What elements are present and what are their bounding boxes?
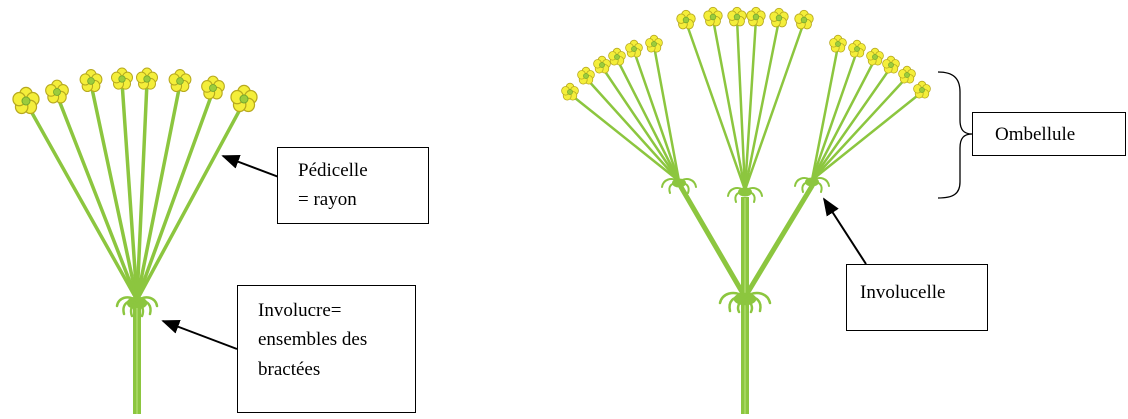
involucelle-arrow (823, 197, 867, 265)
compound-umbel (561, 6, 931, 414)
ombellule-label-box: Ombellule (972, 112, 1126, 156)
involucelle-label: Involucelle (860, 282, 946, 303)
left-flowers (12, 67, 258, 115)
ombellule-label: Ombellule (995, 124, 1076, 145)
involucelle-label-box: Involucelle (846, 264, 988, 331)
simple-umbel (12, 67, 258, 414)
right-main-rays (678, 183, 815, 300)
right-main-involucre (718, 291, 772, 314)
left-involucre (115, 296, 159, 318)
umbellet-left (561, 34, 697, 194)
involucre-arrow (161, 319, 238, 350)
involucre-label-line-2: ensembles des (258, 329, 368, 351)
involucre-label-box: Involucre= ensembles des bractées (237, 285, 416, 413)
left-pedicels (25, 80, 246, 302)
umbellet-right (794, 34, 931, 193)
ombellule-brace (937, 71, 973, 199)
umbellet-center (676, 6, 814, 203)
pedicelle-label-line-2: = rayon (298, 189, 357, 211)
pedicelle-label-box: Pédicelle = rayon (277, 147, 429, 224)
involucre-label-line-3: bractées (258, 358, 321, 380)
pedicelle-label-line-1: Pédicelle (298, 160, 368, 181)
involucre-label-line-1: Involucre= (258, 300, 342, 321)
